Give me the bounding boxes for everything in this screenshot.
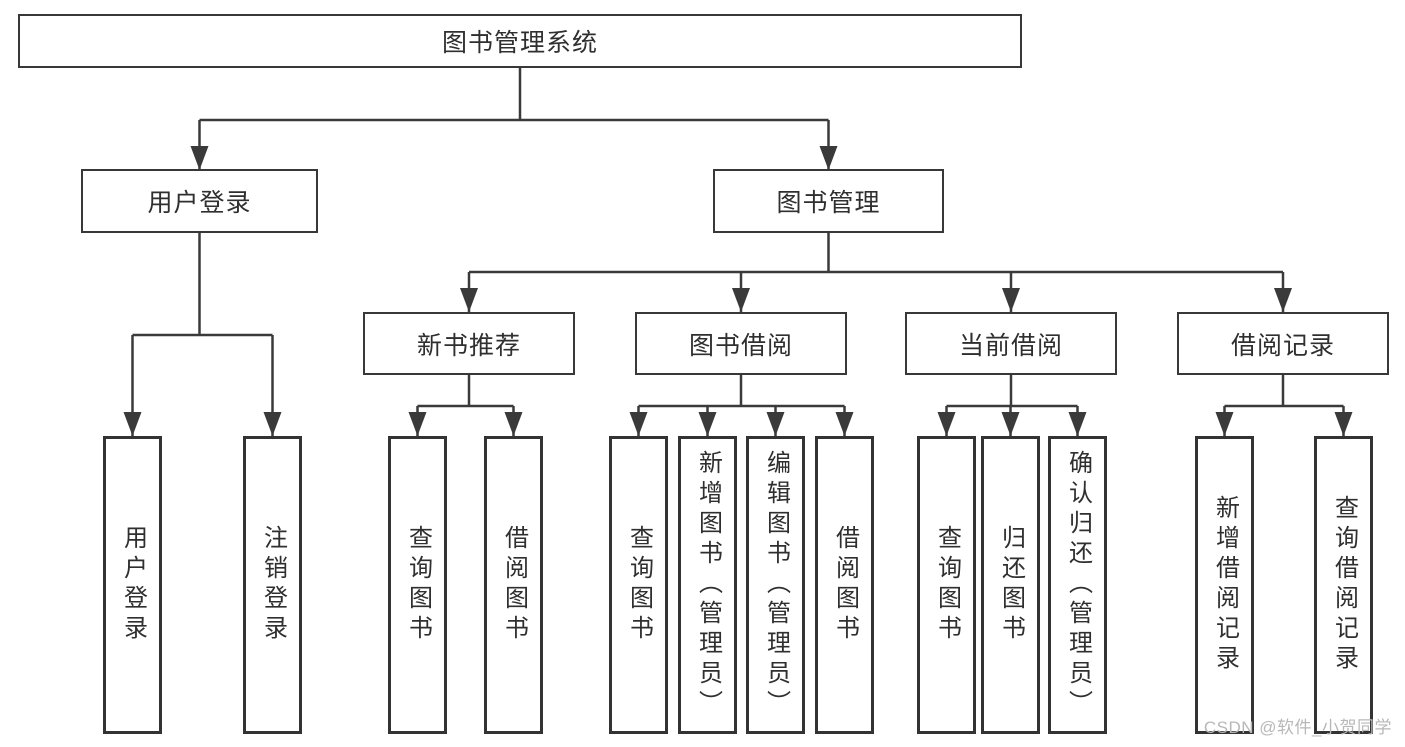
node-borrowing-records: 借阅记录	[1177, 312, 1389, 375]
node-label: 借阅图书	[831, 525, 859, 645]
node-library-management-system: 图书管理系统	[18, 14, 1022, 68]
node-label: 用户登录	[119, 525, 147, 645]
edge-borrowing-records-children	[1215, 375, 1353, 436]
node-label: 编辑图书（管理员）	[762, 450, 790, 720]
node-recommend-query-books: 查询图书	[388, 436, 447, 734]
node-label: 用户登录	[147, 189, 252, 217]
node-borrowing-query-books: 查询图书	[609, 436, 668, 734]
node-book-borrowing: 图书借阅	[635, 312, 847, 375]
node-label: 归还图书	[997, 525, 1025, 645]
node-current-borrowing: 当前借阅	[905, 312, 1117, 375]
node-logout-action: 注销登录	[243, 436, 302, 734]
node-user-login-action: 用户登录	[103, 436, 162, 734]
edge-root-to-level2	[190, 68, 838, 170]
node-label: 确认归还（管理员）	[1064, 450, 1092, 720]
node-add-borrow-record: 新增借阅记录	[1195, 436, 1254, 734]
node-recommend-borrow-books: 借阅图书	[484, 436, 543, 734]
node-label: 新增图书（管理员）	[694, 450, 722, 720]
edge-user-login-children	[123, 233, 282, 436]
node-label: 查询借阅记录	[1330, 495, 1358, 675]
node-label: 当前借阅	[958, 331, 1063, 360]
node-current-query-books: 查询图书	[917, 436, 976, 734]
node-user-login: 用户登录	[81, 169, 318, 233]
node-label: 借阅记录	[1230, 331, 1335, 360]
node-return-books: 归还图书	[981, 436, 1040, 734]
node-label: 图书借阅	[688, 331, 793, 360]
node-label: 借阅图书	[500, 525, 528, 645]
node-label: 查询图书	[404, 525, 432, 645]
node-label: 新增借阅记录	[1211, 495, 1239, 675]
node-label: 查询图书	[625, 525, 653, 645]
node-edit-books-admin: 编辑图书（管理员）	[746, 436, 805, 734]
node-add-books-admin: 新增图书（管理员）	[678, 436, 737, 734]
node-new-book-recommendation: 新书推荐	[363, 312, 575, 375]
node-query-borrow-record: 查询借阅记录	[1314, 436, 1373, 734]
node-label: 图书管理	[776, 189, 881, 217]
node-borrowing-borrow-books: 借阅图书	[815, 436, 874, 734]
node-label: 新书推荐	[416, 331, 521, 360]
edge-new-book-recommendation-children	[408, 375, 523, 436]
node-label: 查询图书	[933, 525, 961, 645]
node-label: 图书管理系统	[441, 29, 598, 57]
node-label: 注销登录	[259, 525, 287, 645]
edge-book-management-children	[460, 233, 1292, 312]
watermark: CSDN @软件_小贺同学	[1203, 718, 1392, 737]
node-book-management: 图书管理	[713, 169, 944, 233]
node-confirm-return-admin: 确认归还（管理员）	[1048, 436, 1107, 734]
edge-book-borrowing-children	[629, 375, 854, 436]
edge-current-borrowing-children	[937, 375, 1087, 436]
